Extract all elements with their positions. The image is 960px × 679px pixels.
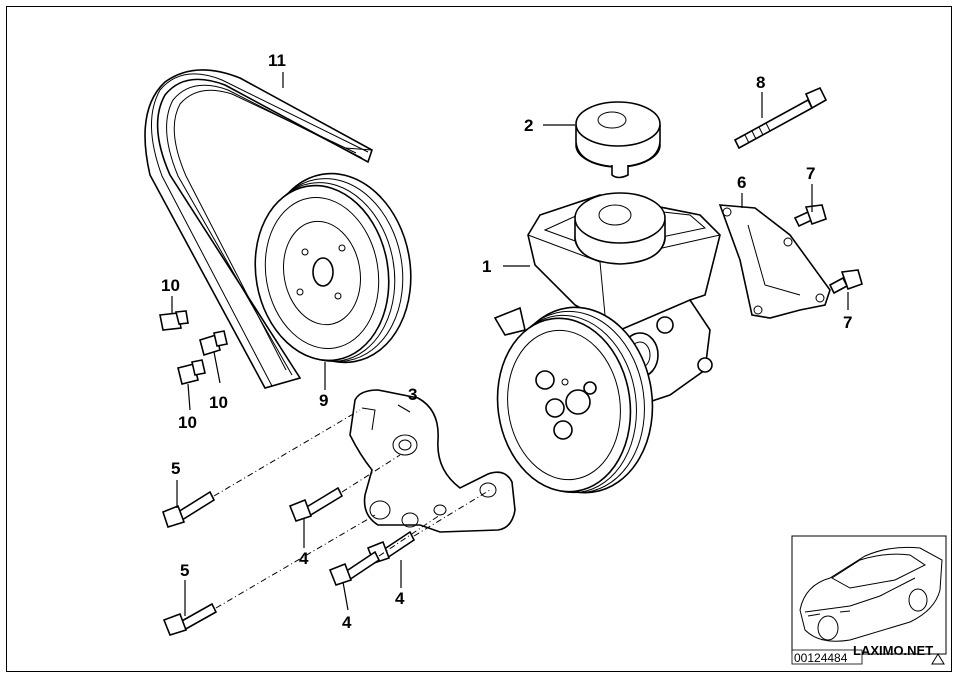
callout-11: 11	[268, 51, 286, 70]
callout-5-lower: 5	[180, 561, 189, 580]
callout-9: 9	[319, 391, 328, 410]
bolt-4-upper[interactable]	[288, 486, 344, 522]
callout-2: 2	[524, 116, 533, 135]
callout-5-upper: 5	[171, 459, 180, 478]
laximo-logo: LAXIMO.NET	[853, 643, 933, 658]
callout-7-upper: 7	[806, 164, 815, 183]
triangle-icon	[931, 653, 945, 665]
drive-belt[interactable]	[144, 69, 373, 389]
bolt-10-right[interactable]	[199, 330, 228, 357]
diagram-number: 00124484	[794, 651, 848, 665]
power-steering-pump[interactable]	[487, 192, 721, 502]
reservoir-cap[interactable]	[575, 101, 661, 179]
callout-1: 1	[482, 257, 491, 276]
bolt-10-top[interactable]	[159, 310, 189, 331]
callout-3: 3	[408, 385, 417, 404]
long-bolt[interactable]	[733, 86, 828, 150]
callout-10-right: 10	[209, 393, 228, 412]
bolt-4-lower[interactable]	[328, 550, 381, 586]
bolt-7-lower[interactable]	[828, 269, 863, 295]
mounting-bracket[interactable]	[349, 389, 516, 533]
callout-6: 6	[737, 173, 746, 192]
diagram-frame	[6, 6, 952, 672]
callout-4-lower: 4	[342, 613, 352, 632]
bolt-5-upper[interactable]	[162, 490, 216, 528]
callout-8: 8	[756, 73, 765, 92]
bolt-10-bottom[interactable]	[177, 359, 206, 385]
support-bracket-plate[interactable]	[718, 204, 831, 319]
bolt-5-lower[interactable]	[162, 602, 218, 636]
callout-10-bottom: 10	[178, 413, 197, 432]
crankshaft-pulley[interactable]	[242, 162, 426, 374]
vehicle-thumbnail[interactable]	[791, 535, 947, 655]
bolt-7-upper[interactable]	[793, 204, 827, 228]
callout-7-lower: 7	[843, 313, 852, 332]
callout-4-middle: 4	[395, 589, 405, 608]
callout-10-top: 10	[161, 276, 180, 295]
callout-4-upper: 4	[299, 549, 309, 568]
